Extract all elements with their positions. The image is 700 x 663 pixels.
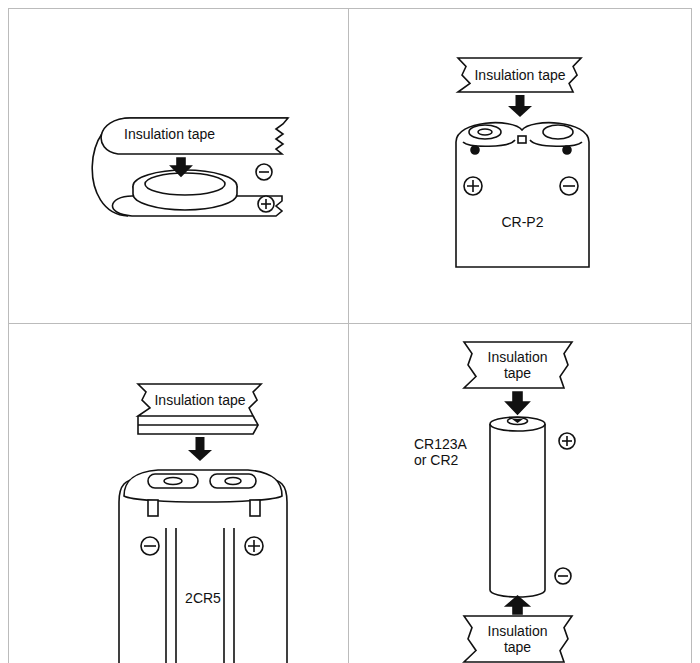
tape-label: Insulation tape (474, 67, 565, 83)
insulation-tape: Insulation tape (138, 384, 261, 416)
battery-outline (118, 462, 288, 663)
battery-type: CR-P2 (501, 214, 543, 230)
tape-label: Insulation tape (124, 126, 215, 142)
tape-label: Insulation tape (154, 392, 245, 408)
insulation-tape: Insulation tape (124, 126, 215, 142)
block-arrow (508, 95, 532, 117)
insulation-tape: Insulation tape (458, 58, 581, 92)
insulation-tape: Insulation tape (464, 342, 572, 388)
tape-label: Insulation tape (480, 623, 556, 655)
panel-grid (9, 8, 692, 663)
cylinder-cell (490, 392, 575, 614)
battery-type: 2CR5 (185, 590, 221, 606)
battery-type-label: CR123A or CR2 (414, 436, 466, 468)
coin-cell-wrap (92, 118, 288, 216)
battery-body: CR-P2 (455, 118, 590, 268)
insulation-tape: Insulation tape (464, 616, 572, 662)
block-arrow (188, 437, 212, 461)
tape-label: Insulation tape (480, 349, 556, 381)
battery-outline (455, 118, 590, 268)
battery-body: 2CR5 (118, 462, 288, 663)
